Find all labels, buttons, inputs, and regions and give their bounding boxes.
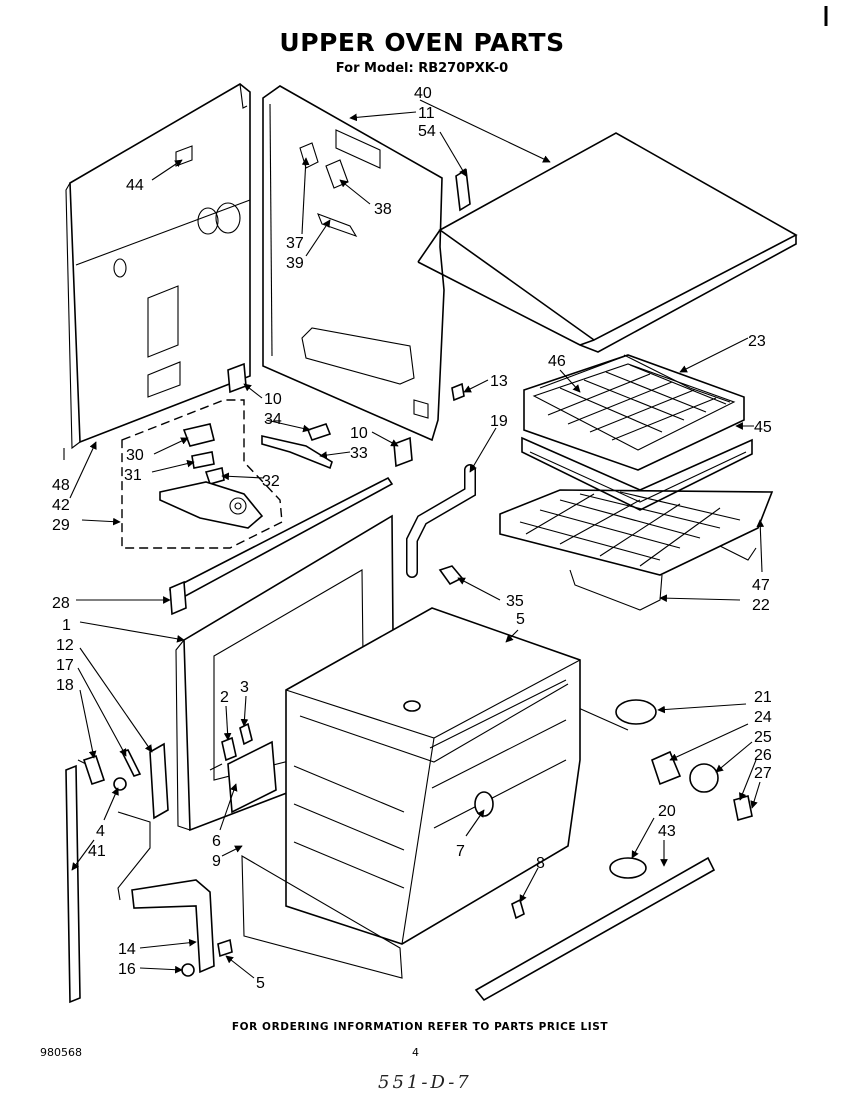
mounting-strap (261, 434, 333, 470)
light-retainer (733, 794, 753, 822)
callout-41: 41 (88, 843, 106, 860)
callout-25: 25 (754, 729, 772, 746)
wire-lead (573, 705, 629, 731)
callout-32: 32 (262, 473, 280, 490)
callout-39: 39 (286, 255, 304, 272)
callout-48: 48 (52, 477, 70, 494)
callout-46: 46 (548, 353, 566, 370)
callout-45: 45 (754, 419, 772, 436)
hinge-screw (217, 938, 233, 958)
clip-right (393, 436, 413, 468)
callout-17: 17 (56, 657, 74, 674)
side-bracket (455, 168, 471, 212)
light-bulb (689, 763, 719, 793)
callout-3: 3 (240, 679, 249, 696)
thermostat-assembly (159, 423, 264, 529)
callout-7: 7 (456, 843, 465, 860)
callout-38: 38 (374, 201, 392, 218)
callout-5a: 5 (516, 611, 525, 628)
callout-5b: 5 (256, 975, 265, 992)
callout-11: 11 (418, 105, 435, 122)
callout-24: 24 (754, 709, 772, 726)
broil-pan-and-grid (521, 354, 753, 511)
leader-lines (63, 99, 765, 979)
callout-1: 1 (62, 617, 71, 634)
callout-13: 13 (490, 373, 508, 390)
callout-6: 6 (212, 833, 221, 850)
oven-liner (241, 607, 581, 979)
rear-shield-panel (65, 83, 251, 450)
model-subtitle: For Model: RB270PXK-0 (335, 61, 509, 76)
callout-10a: 10 (264, 391, 282, 408)
callout-37: 37 (286, 235, 304, 252)
callout-21: 21 (754, 689, 772, 706)
page-number: 4 (412, 1046, 419, 1059)
callout-29: 29 (52, 517, 70, 534)
light-lens (615, 699, 657, 725)
oven-rack (499, 489, 774, 611)
callout-28: 28 (52, 595, 70, 612)
handwritten-note: 551-D-7 (378, 1072, 472, 1093)
terminal-block (438, 565, 464, 586)
page-title: UPPER OVEN PARTS (279, 28, 565, 57)
callout-30: 30 (126, 447, 144, 464)
control-assembly-outline (121, 399, 283, 549)
spring-coil (82, 754, 106, 786)
callout-23: 23 (748, 333, 766, 350)
callout-19: 19 (490, 413, 508, 430)
callout-22: 22 (752, 597, 770, 614)
callout-10b: 10 (350, 425, 368, 442)
callout-16: 16 (118, 961, 136, 978)
callout-33: 33 (350, 445, 368, 462)
hinge-arm (117, 811, 151, 901)
callout-43: 43 (658, 823, 676, 840)
frame-bracket (169, 580, 187, 616)
hinge-washer (113, 777, 127, 791)
callout-34: 34 (264, 411, 282, 428)
small-fastener (451, 382, 465, 402)
callout-12: 12 (56, 637, 74, 654)
callout-27: 27 (754, 765, 772, 782)
hinge-nut (181, 963, 195, 977)
callout-8: 8 (536, 855, 545, 872)
hinge-receptacle (149, 742, 169, 820)
bottom-trim-strip (474, 856, 716, 1002)
callout-44: 44 (126, 177, 144, 194)
oven-side-panel (262, 85, 445, 442)
callout-14: 14 (118, 941, 136, 958)
callout-40: 40 (414, 85, 432, 102)
door-seal-strip (65, 764, 81, 1004)
callout-labels: 44 40 11 54 38 37 39 23 46 13 10 34 10 3… (52, 85, 772, 992)
ordering-info-note: FOR ORDERING INFORMATION REFER TO PARTS … (231, 1021, 609, 1033)
callout-9: 9 (212, 853, 221, 870)
callout-18: 18 (56, 677, 74, 694)
spacer-block (306, 423, 332, 441)
hinge-body (131, 879, 215, 974)
callout-4: 4 (96, 823, 105, 840)
callout-47: 47 (752, 577, 770, 594)
document-number: 980568 (40, 1046, 82, 1059)
callout-35: 35 (506, 593, 524, 610)
callout-20: 20 (658, 803, 676, 820)
sensor-clip (511, 898, 525, 920)
callout-42: 42 (52, 497, 70, 514)
clip-left (227, 362, 247, 394)
callout-2: 2 (220, 689, 229, 706)
trim-tab (209, 763, 223, 771)
side-trim (227, 740, 277, 814)
callout-26: 26 (754, 747, 772, 764)
oven-vent (609, 857, 647, 879)
top-insulation-panel (417, 132, 798, 353)
callout-54: 54 (418, 123, 436, 140)
callout-31: 31 (124, 467, 142, 484)
